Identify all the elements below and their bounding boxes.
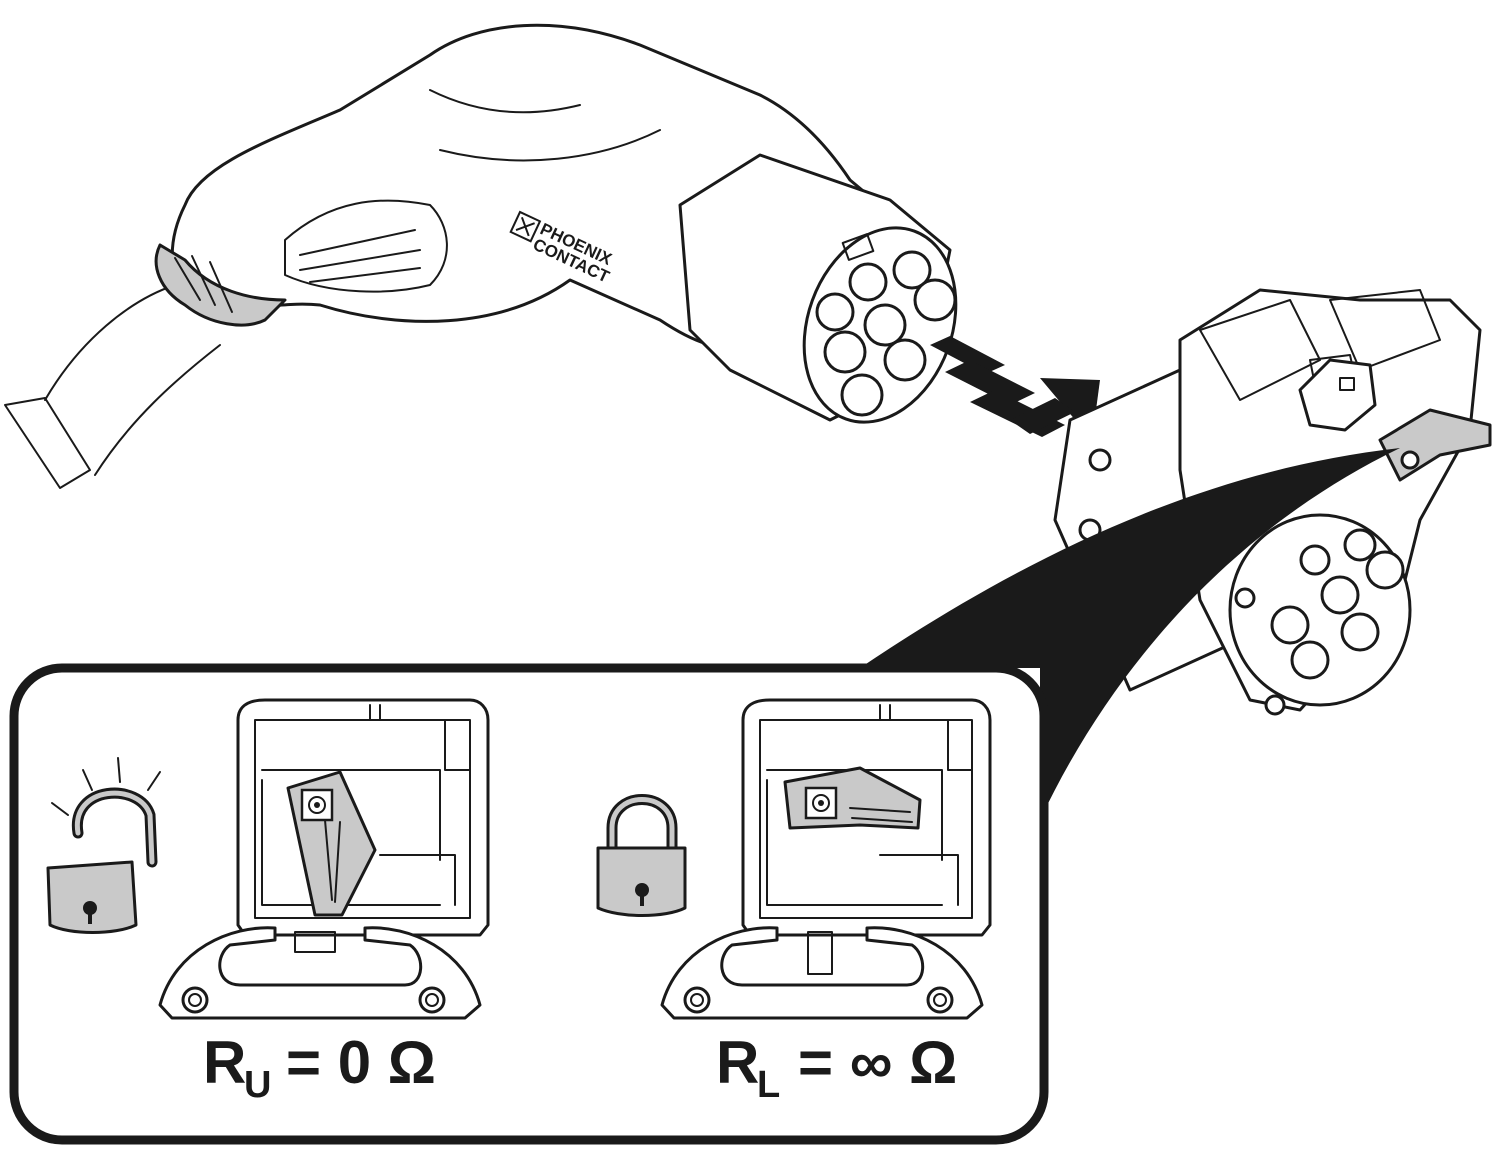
actuator-locked — [660, 698, 992, 1020]
resistance-subscript-locked: L — [757, 1064, 780, 1106]
label-unlocked: R U = 0 Ω — [203, 1029, 436, 1106]
charging-plug: PHOENIX CONTACT — [154, 23, 958, 424]
resistance-value-locked: = ∞ Ω — [798, 1029, 957, 1096]
padlock-closed-icon — [596, 794, 687, 917]
label-locked: R L = ∞ Ω — [716, 1029, 957, 1106]
resistance-symbol-unlocked: R — [203, 1029, 246, 1096]
actuator-unlocked — [158, 698, 490, 1020]
resistance-value-unlocked: = 0 Ω — [286, 1029, 436, 1096]
state-unlocked: R U = 0 Ω — [46, 698, 490, 1106]
padlock-open-icon — [46, 757, 161, 934]
zoom-callout — [860, 448, 1400, 820]
resistance-symbol-locked: R — [716, 1029, 759, 1096]
charging-cable — [4, 284, 221, 489]
state-locked: R L = ∞ Ω — [596, 698, 992, 1106]
resistance-subscript-unlocked: U — [244, 1064, 271, 1106]
insertion-arrow — [930, 336, 1100, 440]
